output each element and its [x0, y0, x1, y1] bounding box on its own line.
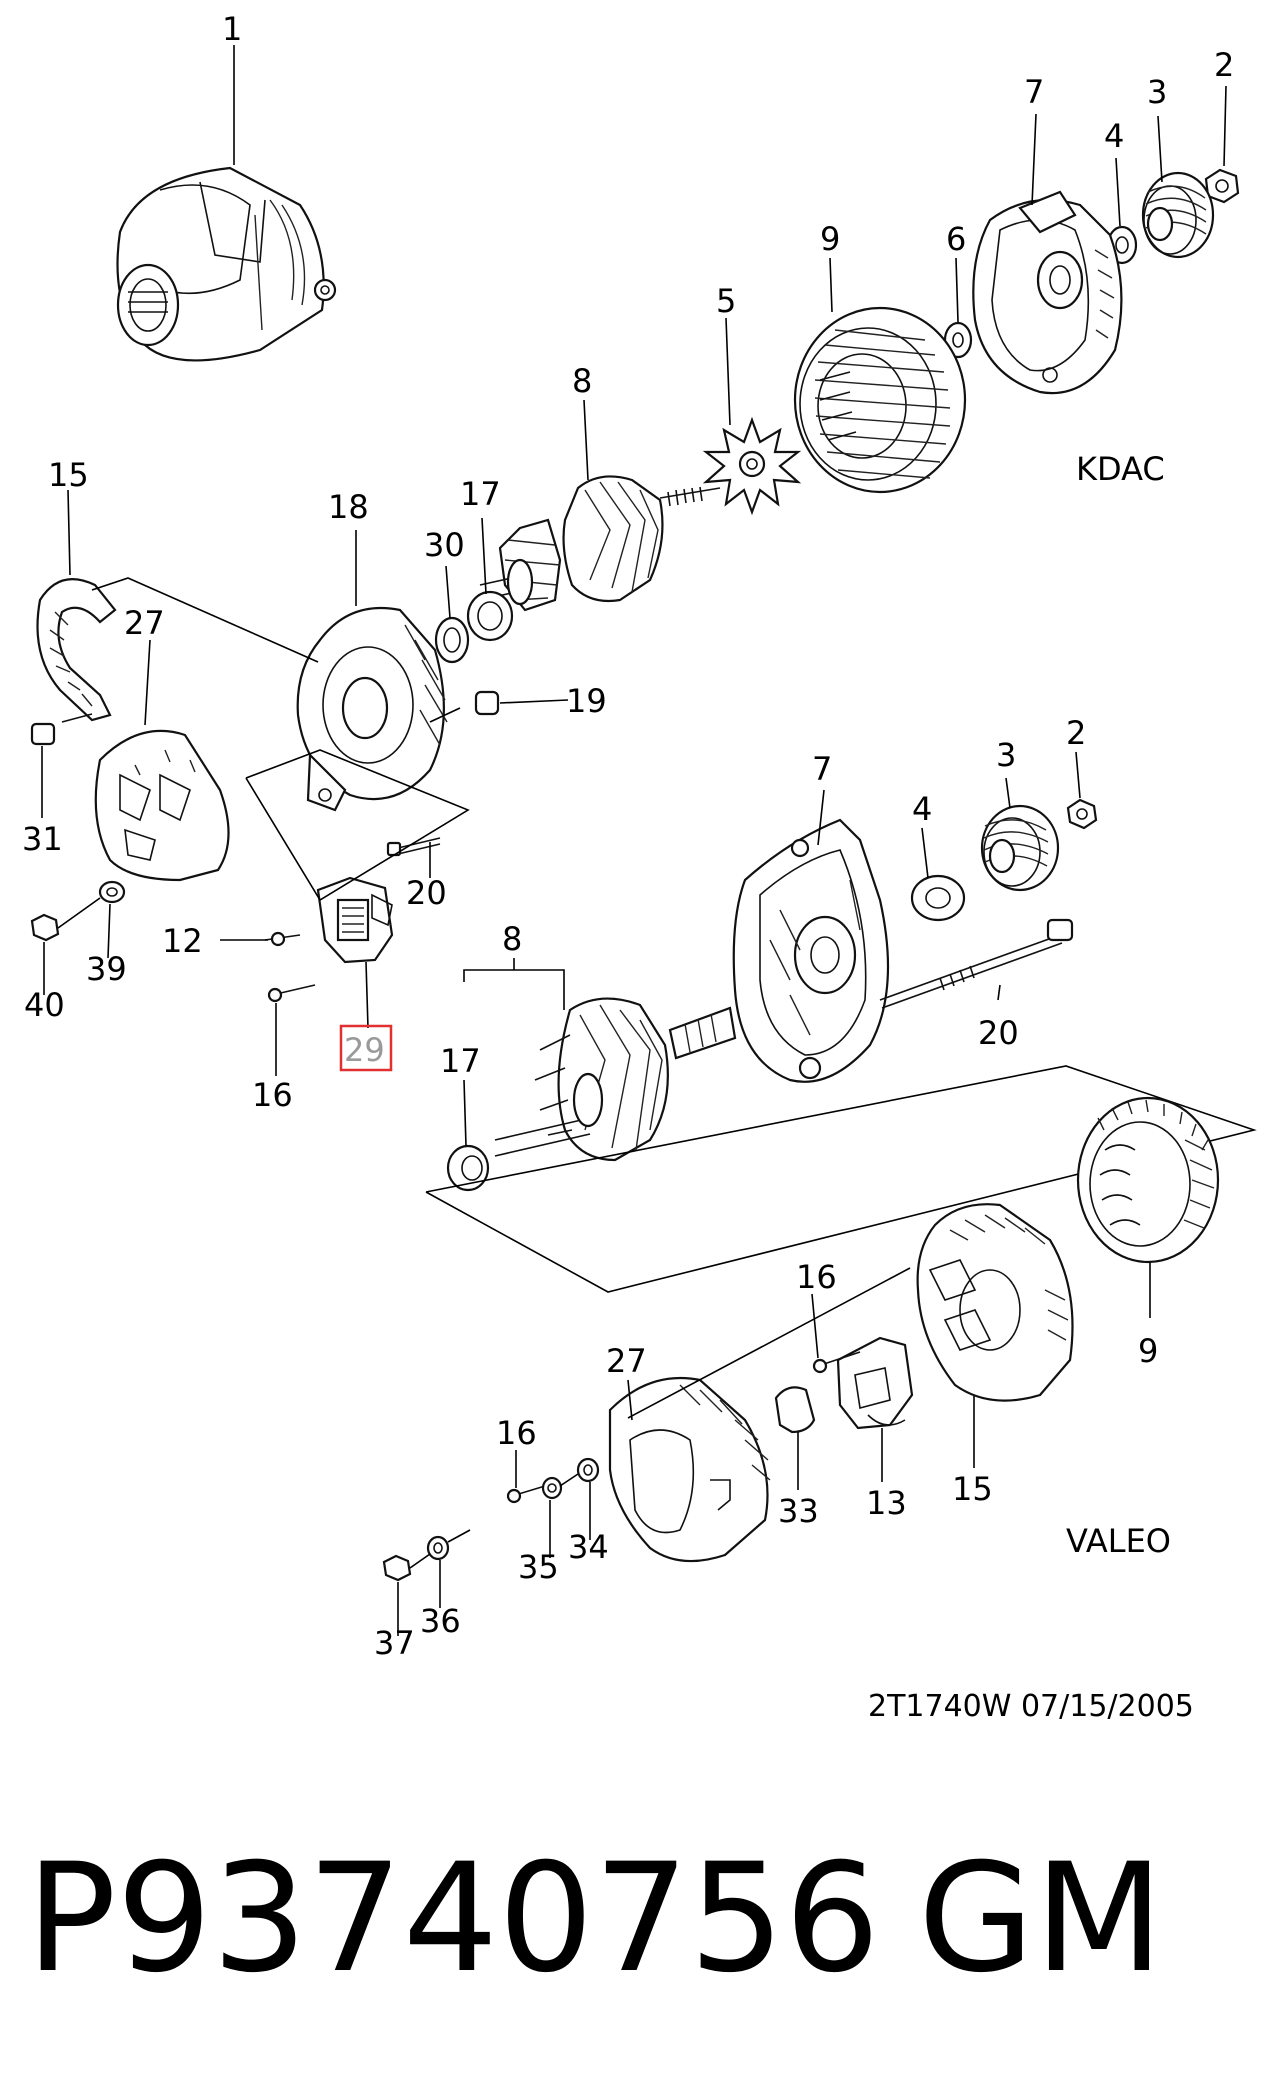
part-9-stator-bottom — [1076, 1096, 1220, 1264]
part-27-cover-top — [94, 729, 230, 882]
part-16-screw-bottom — [506, 1485, 546, 1504]
part-7-drive-end-housing-bottom — [732, 818, 890, 1083]
drawing-reference: 2T1740W 07/15/2005 — [868, 1689, 1194, 1724]
callout-8-top: 8 — [572, 362, 592, 400]
callout-33: 33 — [778, 1492, 819, 1530]
callout-12: 12 — [162, 922, 203, 960]
part-3-pulley-bottom — [980, 804, 1060, 892]
callout-31: 31 — [22, 820, 63, 858]
part-16-screw-top — [267, 984, 316, 1003]
callout-labels: 1 2 3 4 7 6 9 5 8 KDAC 15 18 17 30 27 19… — [22, 10, 1234, 2006]
callout-18: 18 — [328, 488, 369, 526]
assembly-frame-bottom — [425, 1065, 1257, 1293]
part-16-screw-mid — [812, 1351, 861, 1374]
part-19-bushing — [474, 690, 500, 716]
part-5-fan-top — [702, 416, 802, 516]
part-17-bearing-top — [466, 590, 514, 642]
part-9-stator-top — [793, 306, 967, 494]
callout-16-bottom: 16 — [496, 1414, 537, 1452]
part-8-rotor-bottom — [494, 997, 737, 1162]
part-36-washer — [426, 1535, 450, 1561]
part-20-through-bolt — [879, 918, 1074, 1009]
manufacturer: GM — [918, 1832, 1164, 2006]
callout-37: 37 — [374, 1624, 415, 1662]
callout-4-bottom: 4 — [912, 790, 932, 828]
part-7-drive-end-housing-top — [972, 190, 1123, 395]
callout-9-top: 9 — [820, 220, 840, 258]
callout-4-top: 4 — [1104, 117, 1124, 155]
part-2-nut-bottom — [1066, 798, 1098, 830]
callout-5: 5 — [716, 282, 736, 320]
part-2-nut-top — [1204, 168, 1240, 204]
part-number: P93740756 — [26, 1832, 880, 2006]
callout-16-mid: 16 — [796, 1258, 837, 1296]
callout-15-bottom: 15 — [952, 1470, 993, 1508]
callout-7-bottom: 7 — [812, 750, 832, 788]
callout-3-bottom: 3 — [996, 736, 1016, 774]
part-31-nut — [30, 722, 56, 746]
part-35-nut — [541, 1476, 563, 1500]
part-3-pulley-top — [1141, 171, 1215, 259]
part-13-regulator — [836, 1336, 914, 1430]
part-18-rear-housing — [296, 606, 448, 812]
brand-label-valeo: VALEO — [1066, 1522, 1171, 1560]
callout-8-bottom: 8 — [502, 920, 522, 958]
callout-9-bottom: 9 — [1138, 1332, 1158, 1370]
callout-35: 35 — [518, 1548, 559, 1586]
part-8-rotor-top — [479, 475, 721, 612]
highlight-box-29 — [339, 1024, 393, 1072]
callout-39: 39 — [86, 950, 127, 988]
callout-36: 36 — [420, 1602, 461, 1640]
callout-27-bottom: 27 — [606, 1342, 647, 1380]
callout-7-top: 7 — [1024, 73, 1044, 111]
callout-16-top: 16 — [252, 1076, 293, 1114]
part-39-washer — [98, 880, 126, 904]
part-4-bearing-bottom — [910, 874, 966, 922]
callout-2-bottom: 2 — [1066, 714, 1086, 752]
callout-27-top: 27 — [124, 604, 165, 642]
assembly-frame-top — [91, 577, 470, 902]
callout-30: 30 — [424, 526, 465, 564]
part-34-washer — [576, 1457, 600, 1483]
part-15-rectifier-top — [36, 578, 117, 723]
callout-34: 34 — [568, 1528, 609, 1566]
callout-3-top: 3 — [1147, 73, 1167, 111]
callout-20-bottom: 20 — [978, 1014, 1019, 1052]
part-27-cover-bottom — [608, 1376, 771, 1563]
callout-13: 13 — [866, 1484, 907, 1522]
part-15-rectifier-bottom — [916, 1203, 1074, 1402]
callout-20-top: 20 — [406, 874, 447, 912]
callout-15-top: 15 — [48, 456, 89, 494]
callout-17-top: 17 — [460, 475, 501, 513]
callout-6: 6 — [946, 220, 966, 258]
part-30-seal — [434, 616, 470, 664]
part-1-alternator-assembly — [116, 166, 337, 362]
part-40-nut — [30, 913, 60, 942]
callout-2-top: 2 — [1214, 46, 1234, 84]
callout-19: 19 — [566, 682, 607, 720]
part-33-cap — [774, 1386, 816, 1434]
callout-29-highlighted: 29 — [344, 1031, 385, 1069]
brand-label-kdac: KDAC — [1076, 450, 1165, 488]
callout-1: 1 — [222, 10, 242, 48]
callout-40: 40 — [24, 986, 65, 1024]
callout-17-bottom: 17 — [440, 1042, 481, 1080]
part-37-nut — [382, 1554, 412, 1582]
part-20-bolt-top — [386, 837, 441, 857]
part-29-regulator — [316, 876, 394, 964]
part-17-bearing-bottom — [446, 1144, 490, 1192]
part-12-screw — [264, 931, 301, 947]
